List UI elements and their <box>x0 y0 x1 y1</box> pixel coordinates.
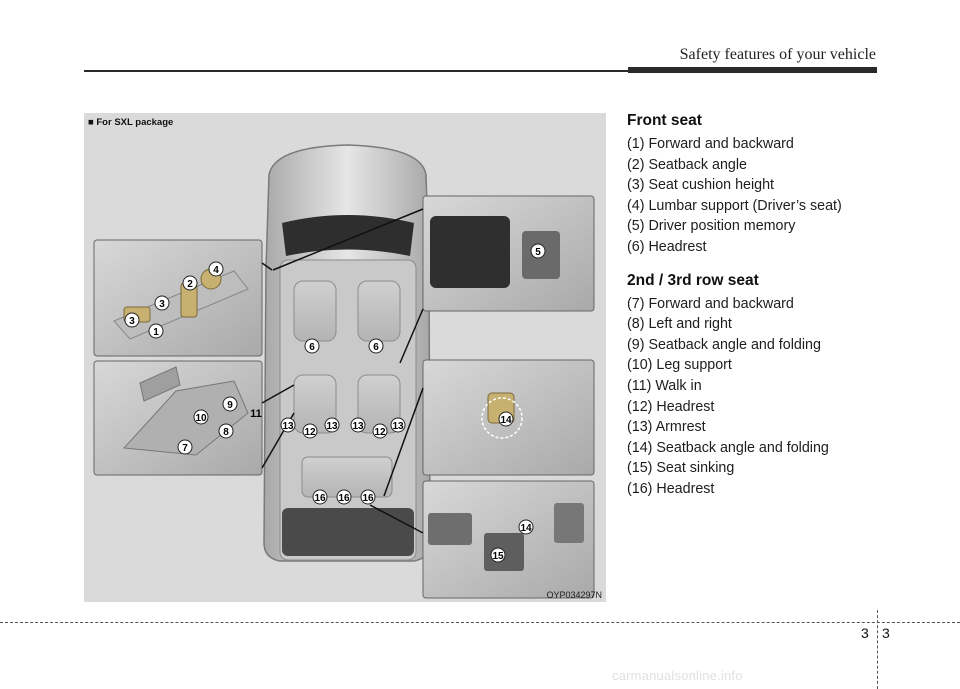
svg-text:4: 4 <box>213 265 219 276</box>
front-seat-heading: Front seat <box>627 112 702 129</box>
svg-text:16: 16 <box>362 493 374 504</box>
seat-legend: Front seat (1) Forward and backward (2) … <box>627 112 927 500</box>
rear-seat-item: (14) Seatback angle and folding <box>627 439 829 456</box>
rear-seat-item: (16) Headrest <box>627 480 715 497</box>
page-section-number: 3 <box>861 625 869 641</box>
svg-text:11: 11 <box>250 408 262 420</box>
rear-seat-item: (8) Left and right <box>627 316 732 333</box>
header-rule <box>84 70 877 72</box>
svg-text:5: 5 <box>535 247 541 258</box>
svg-text:3: 3 <box>129 316 135 327</box>
rear-seat-item: (13) Armrest <box>627 419 706 436</box>
front-left-seat-shape <box>293 280 337 342</box>
svg-text:15: 15 <box>492 551 504 562</box>
svg-text:9: 9 <box>227 400 233 411</box>
svg-text:13: 13 <box>352 421 364 432</box>
svg-text:14: 14 <box>500 415 512 426</box>
front-seat-item: (1) Forward and backward <box>627 136 794 152</box>
watermark: carmanualsonline.info <box>612 668 743 683</box>
svg-text:16: 16 <box>338 493 350 504</box>
svg-text:13: 13 <box>326 421 338 432</box>
svg-text:13: 13 <box>282 421 294 432</box>
rear-seat-item: (9) Seatback angle and folding <box>627 336 821 353</box>
svg-text:6: 6 <box>373 342 379 353</box>
seat-diagram-illustration: 1 2 3 3 4 5 6 6 7 8 9 10 11 12 12 13 13 … <box>93 144 595 599</box>
rear-seat-item: (7) Forward and backward <box>627 295 794 312</box>
rear-seat-item: (11) Walk in <box>627 377 702 394</box>
page-number: 3 <box>882 625 890 641</box>
svg-text:2: 2 <box>187 279 193 290</box>
rear-seat-heading: 2nd / 3rd row seat <box>627 271 759 289</box>
svg-text:13: 13 <box>392 421 404 432</box>
svg-text:6: 6 <box>309 342 315 353</box>
callout-badges: 1 2 3 3 4 5 6 6 7 8 9 10 11 12 12 13 13 … <box>124 243 546 563</box>
front-seat-item: (5) Driver position memory <box>627 218 796 235</box>
seat-adjustment-figure: ■ For SXL package <box>84 113 606 602</box>
svg-text:3: 3 <box>159 299 165 310</box>
figure-code: OYP034297N <box>546 590 602 600</box>
svg-text:16: 16 <box>314 493 326 504</box>
svg-text:12: 12 <box>304 427 316 438</box>
svg-text:7: 7 <box>182 443 188 454</box>
front-seat-item: (2) Seatback angle <box>627 156 748 173</box>
front-seat-item: (3) Seat cushion height <box>627 177 775 194</box>
rear-seat-item: (15) Seat sinking <box>627 460 735 477</box>
footer-rule <box>0 622 960 623</box>
svg-text:12: 12 <box>374 427 386 438</box>
svg-text:14: 14 <box>520 523 532 534</box>
rear-seat-item: (10) Leg support <box>627 357 732 374</box>
svg-text:8: 8 <box>223 427 229 438</box>
footer-divider <box>877 610 878 689</box>
svg-text:1: 1 <box>153 327 159 338</box>
front-seat-item: (6) Headrest <box>627 238 707 255</box>
rear-seat-item: (12) Headrest <box>627 398 715 415</box>
front-right-seat-shape <box>357 280 401 342</box>
figure-package-label: ■ For SXL package <box>88 117 174 128</box>
svg-text:10: 10 <box>195 413 207 424</box>
header-tab-bar <box>628 67 877 73</box>
front-seat-item: (4) Lumbar support (Driver’s seat) <box>627 197 842 214</box>
running-header-title: Safety features of your vehicle <box>679 46 876 63</box>
